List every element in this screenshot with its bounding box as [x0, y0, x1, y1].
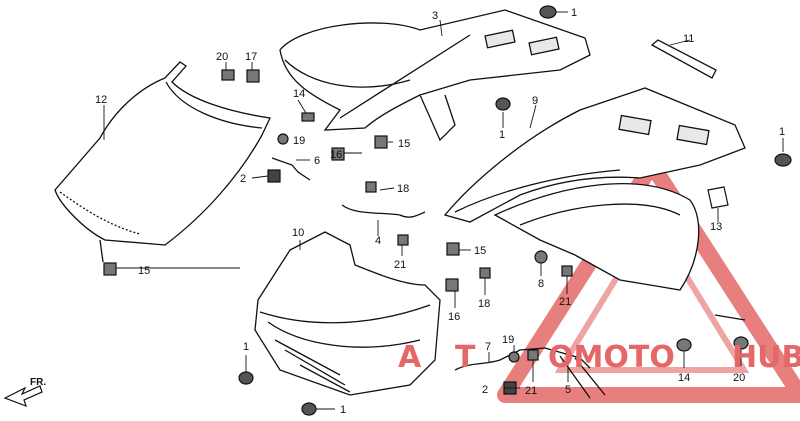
direction-label: FR. [30, 377, 46, 388]
callout: 4 [375, 235, 381, 247]
callout: 3 [432, 10, 438, 22]
watermark-letter: T [455, 340, 476, 375]
callout: 21 [525, 385, 537, 397]
callout: 16 [330, 149, 342, 161]
watermark-text: A T OMOTO HUB [398, 340, 800, 375]
callout: 9 [532, 95, 538, 107]
callout: 15 [474, 245, 486, 257]
callout: 18 [397, 183, 409, 195]
callout: 15 [398, 138, 410, 150]
callout: 21 [559, 296, 571, 308]
callout: 1 [779, 126, 785, 138]
callout-numbers: 1 1 1 1 1 2 2 3 4 5 6 7 8 9 10 11 12 13 … [95, 7, 785, 416]
callout: 17 [245, 51, 257, 63]
watermark-logo [497, 157, 800, 403]
callout: 8 [538, 278, 544, 290]
callout: 11 [683, 33, 694, 45]
part-11-reflector-strip [650, 39, 717, 79]
callout: 12 [95, 94, 107, 106]
callout: 7 [485, 341, 491, 353]
part-8-inner-fender [493, 183, 700, 291]
leader-lines [103, 11, 784, 410]
part-3-upper-cowl [279, 9, 591, 142]
callout: 1 [499, 129, 505, 141]
callout: 19 [502, 334, 514, 346]
callout: 2 [240, 173, 246, 185]
callout: 6 [314, 155, 320, 167]
callout: 1 [571, 7, 577, 19]
watermark-word: OMOTO [548, 340, 675, 375]
part-9-lower-cowl [443, 87, 746, 223]
callout: 19 [293, 135, 305, 147]
callout: 20 [733, 372, 745, 384]
watermark-letter: A [398, 340, 422, 375]
callout: 1 [243, 341, 249, 353]
wiring-harness [271, 157, 746, 399]
part-13-label [707, 186, 729, 209]
callout: 21 [394, 259, 406, 271]
callout: 14 [293, 88, 305, 100]
part-10-tail-housing [254, 231, 441, 396]
callout: 20 [216, 51, 228, 63]
callout: 1 [340, 404, 346, 416]
callout: 14 [678, 372, 690, 384]
callout: 2 [482, 384, 488, 396]
hardware [103, 5, 792, 416]
callout: 18 [478, 298, 490, 310]
callout: 16 [448, 311, 460, 323]
callout: 10 [292, 227, 304, 239]
front-direction-arrow: FR. [3, 377, 46, 408]
callout: 5 [565, 384, 571, 396]
callout: 15 [138, 265, 150, 277]
part-12-flap [54, 61, 271, 263]
watermark-word: HUB [732, 340, 800, 375]
callout: 13 [710, 221, 722, 233]
